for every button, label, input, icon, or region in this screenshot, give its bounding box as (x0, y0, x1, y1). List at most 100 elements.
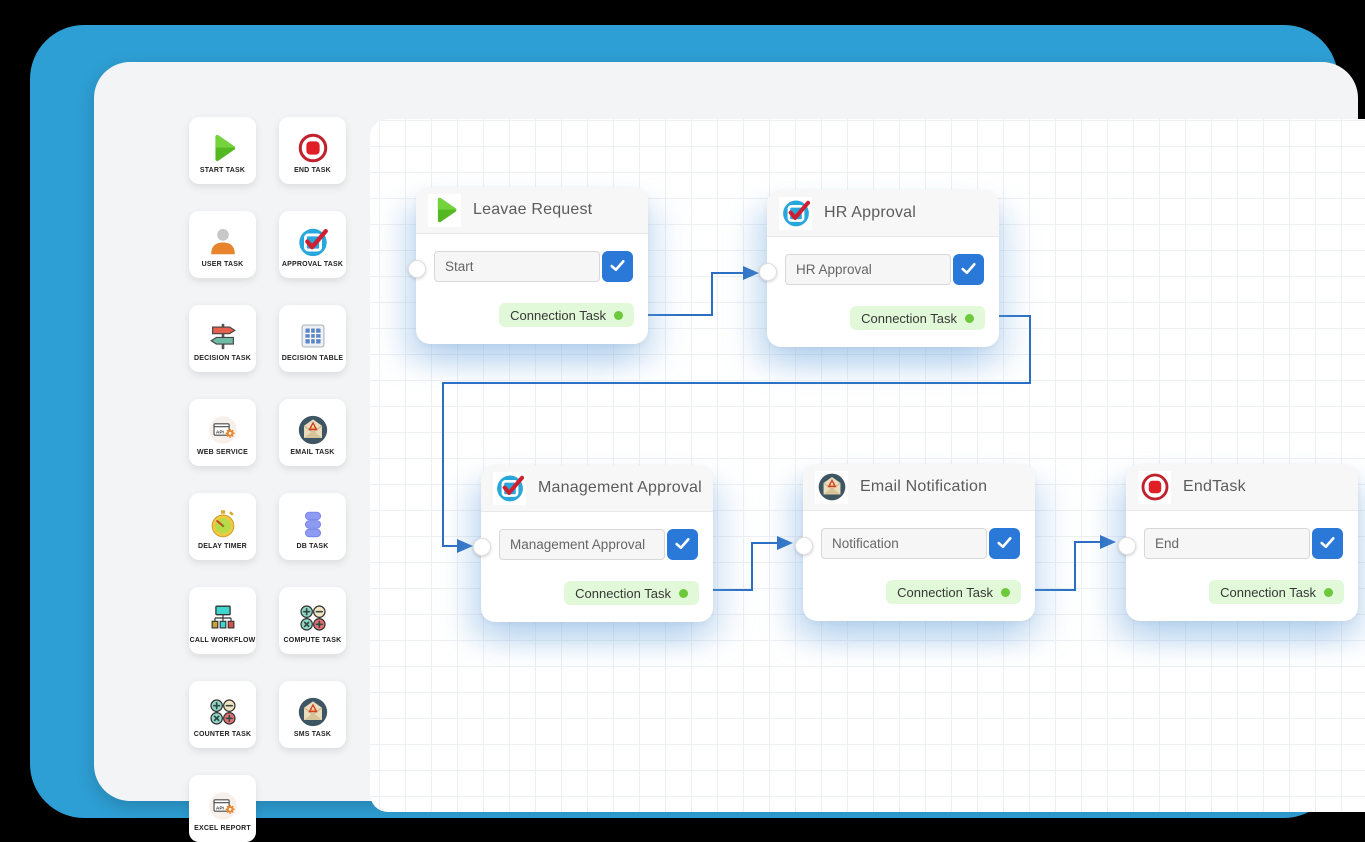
node-header[interactable]: EndTask (1126, 464, 1358, 511)
decision-table-icon (296, 319, 330, 353)
connection-dot[interactable] (614, 310, 623, 320)
db-task-icon (296, 507, 330, 541)
node-title: Leavae Request (473, 201, 593, 218)
approval-task-icon (296, 225, 330, 259)
approval-task-icon (779, 196, 812, 230)
badge-label: Connection Task (861, 310, 957, 326)
input-port[interactable] (473, 538, 491, 556)
palette-item-label: START TASK (199, 166, 246, 174)
badge-label: Connection Task (575, 585, 671, 601)
node-title: EndTask (1183, 478, 1246, 495)
connection-task-badge[interactable]: Connection Task (886, 580, 1021, 604)
node-email-notification[interactable]: Email Notification Connection Task (795, 464, 1035, 621)
email-task-icon (815, 470, 848, 504)
web-service-icon: API (206, 413, 240, 447)
app-frame: START TASK END TASK USER TASK APPROVAL TASK… (30, 25, 1365, 842)
palette-item-label: DELAY TIMER (198, 542, 247, 550)
node-title: Email Notification (860, 478, 988, 495)
start-task-icon (206, 131, 240, 165)
node-endtask[interactable]: EndTask Connection Task (1118, 464, 1358, 621)
node-management-approval[interactable]: Management Approval Connection Task (473, 465, 713, 622)
task-name-input[interactable] (1144, 528, 1310, 559)
counter-task-icon (206, 695, 240, 729)
check-icon (609, 257, 626, 277)
connection-dot[interactable] (679, 588, 688, 598)
palette-item-label: CALL WORKFLOW (189, 636, 256, 644)
connection-task-badge[interactable]: Connection Task (499, 303, 634, 327)
palette-item-approval-task[interactable]: APPROVAL TASK (279, 211, 346, 278)
input-port[interactable] (795, 537, 813, 555)
task-name-input[interactable] (434, 251, 600, 282)
task-palette: START TASK END TASK USER TASK APPROVAL TASK… (189, 117, 346, 842)
node-hr-approval[interactable]: HR Approval Connection Task (759, 190, 999, 347)
check-icon (1319, 534, 1336, 554)
node-header[interactable]: Leavae Request (416, 187, 648, 234)
confirm-button[interactable] (602, 251, 633, 282)
confirm-button[interactable] (953, 254, 984, 285)
badge-label: Connection Task (1220, 584, 1316, 600)
palette-item-label: END TASK (294, 166, 331, 174)
delay-timer-icon (206, 507, 240, 541)
palette-item-db-task[interactable]: DB TASK (279, 493, 346, 560)
sms-task-icon (296, 695, 330, 729)
connection-task-badge[interactable]: Connection Task (850, 306, 985, 330)
palette-item-label: APPROVAL TASK (281, 260, 344, 268)
palette-item-label: COMPUTE TASK (283, 636, 342, 644)
task-name-input[interactable] (499, 529, 665, 560)
task-name-input[interactable] (821, 528, 987, 559)
end-task-icon (1138, 470, 1171, 504)
confirm-button[interactable] (989, 528, 1020, 559)
connection-dot[interactable] (1001, 587, 1010, 597)
confirm-button[interactable] (1312, 528, 1343, 559)
check-icon (674, 535, 691, 555)
call-workflow-icon (206, 601, 240, 635)
palette-item-call-workflow[interactable]: CALL WORKFLOW (189, 587, 256, 654)
palette-item-label: USER TASK (201, 260, 244, 268)
palette-item-decision-table[interactable]: DECISION TABLE (279, 305, 346, 372)
approval-task-icon (493, 471, 526, 505)
palette-item-user-task[interactable]: USER TASK (189, 211, 256, 278)
workflow-designer-panel: START TASK END TASK USER TASK APPROVAL TASK… (94, 62, 1365, 842)
connection-dot[interactable] (965, 313, 974, 323)
badge-label: Connection Task (510, 307, 606, 323)
connection-task-badge[interactable]: Connection Task (564, 581, 699, 605)
confirm-button[interactable] (667, 529, 698, 560)
input-port[interactable] (408, 260, 426, 278)
svg-text:API: API (215, 429, 223, 435)
node-header[interactable]: HR Approval (767, 190, 999, 237)
palette-item-delay-timer[interactable]: DELAY TIMER (189, 493, 256, 560)
palette-item-sms-task[interactable]: SMS TASK (279, 681, 346, 748)
check-icon (996, 534, 1013, 554)
input-port[interactable] (759, 263, 777, 281)
end-task-icon (296, 131, 330, 165)
palette-item-end-task[interactable]: END TASK (279, 117, 346, 184)
user-task-icon (206, 225, 240, 259)
compute-task-icon (296, 601, 330, 635)
node-header[interactable]: Email Notification (803, 464, 1035, 511)
input-port[interactable] (1118, 537, 1136, 555)
workflow-canvas[interactable]: Leavae Request Connection Task HR Approv… (370, 119, 1365, 812)
badge-label: Connection Task (897, 584, 993, 600)
palette-item-start-task[interactable]: START TASK (189, 117, 256, 184)
palette-item-label: DECISION TASK (194, 354, 251, 362)
palette-item-label: DB TASK (296, 542, 329, 550)
connection-task-badge[interactable]: Connection Task (1209, 580, 1344, 604)
palette-item-decision-task[interactable]: DECISION TASK (189, 305, 256, 372)
palette-item-email-task[interactable]: EMAIL TASK (279, 399, 346, 466)
check-icon (960, 260, 977, 280)
connection-dot[interactable] (1324, 587, 1333, 597)
palette-item-compute-task[interactable]: COMPUTE TASK (279, 587, 346, 654)
palette-item-label: SMS TASK (293, 730, 332, 738)
task-name-input[interactable] (785, 254, 951, 285)
svg-text:API: API (215, 805, 223, 811)
start-task-icon (428, 193, 461, 227)
palette-item-label: COUNTER TASK (193, 730, 252, 738)
connector-leavae-request-to-hr-approval[interactable] (648, 266, 759, 316)
decision-task-icon (206, 319, 240, 353)
node-header[interactable]: Management Approval (481, 465, 713, 512)
excel-report-icon: API (206, 789, 240, 823)
palette-item-counter-task[interactable]: COUNTER TASK (189, 681, 256, 748)
node-leavae-request[interactable]: Leavae Request Connection Task (408, 187, 648, 344)
